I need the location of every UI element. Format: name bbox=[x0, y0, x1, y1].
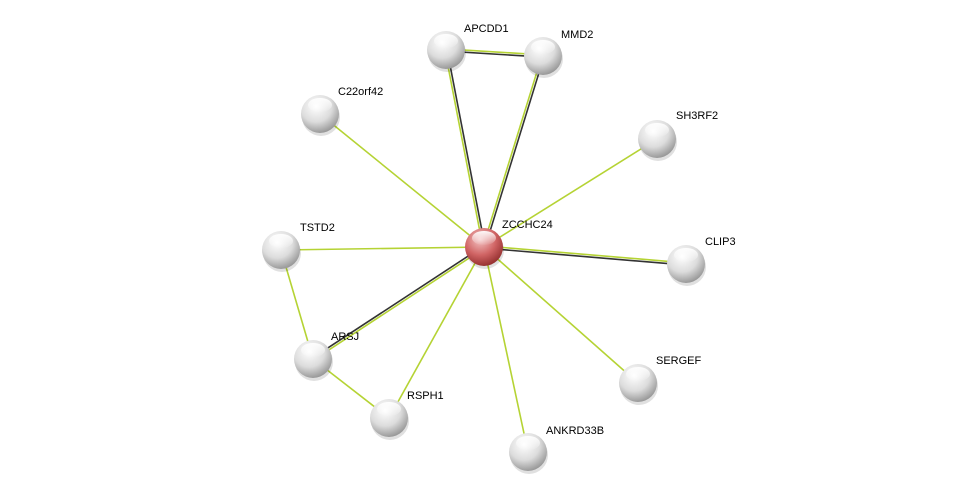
node-highlight bbox=[674, 248, 698, 262]
edge-ZCCHC24-RSPH1-textmining[interactable] bbox=[388, 246, 485, 419]
node-highlight bbox=[269, 234, 293, 248]
edge-ZCCHC24-ARSJ-coexpression[interactable] bbox=[311, 245, 484, 359]
node-C22orf42[interactable]: C22orf42 bbox=[301, 86, 383, 136]
node-label: MMD2 bbox=[561, 29, 593, 41]
node-label: TSTD2 bbox=[300, 222, 335, 234]
node-CLIP3[interactable]: CLIP3 bbox=[667, 236, 736, 286]
node-highlight bbox=[531, 40, 555, 54]
node-highlight bbox=[626, 367, 650, 381]
node-highlight bbox=[301, 343, 325, 357]
node-label: ZCCHC24 bbox=[502, 219, 553, 231]
node-label: RSPH1 bbox=[407, 390, 444, 402]
node-ARSJ[interactable]: ARSJ bbox=[294, 331, 359, 381]
node-highlight bbox=[472, 231, 496, 245]
node-label: SERGEF bbox=[656, 355, 702, 367]
node-label: APCDD1 bbox=[464, 23, 509, 35]
node-SERGEF[interactable]: SERGEF bbox=[619, 355, 702, 405]
node-highlight bbox=[434, 34, 458, 48]
edge-ZCCHC24-APCDD1-coexpression[interactable] bbox=[446, 49, 486, 247]
node-MMD2[interactable]: MMD2 bbox=[524, 29, 593, 78]
node-highlight bbox=[516, 436, 540, 450]
edge-ZCCHC24-ARSJ-textmining[interactable] bbox=[313, 247, 486, 361]
node-highlight bbox=[645, 123, 669, 137]
edge-ZCCHC24-TSTD2-textmining[interactable] bbox=[280, 246, 485, 251]
node-ZCCHC24[interactable]: ZCCHC24 bbox=[465, 219, 553, 269]
node-RSPH1[interactable]: RSPH1 bbox=[370, 390, 444, 440]
node-APCDD1[interactable]: APCDD1 bbox=[427, 23, 509, 72]
edge-ZCCHC24-SH3RF2-textmining[interactable] bbox=[483, 138, 658, 248]
node-label: CLIP3 bbox=[705, 236, 736, 248]
edge-ZCCHC24-MMD2-coexpression[interactable] bbox=[484, 56, 545, 248]
edge-ZCCHC24-C22orf42-textmining[interactable] bbox=[319, 113, 485, 248]
edge-ZCCHC24-MMD2-textmining[interactable] bbox=[482, 55, 543, 247]
node-SH3RF2[interactable]: SH3RF2 bbox=[638, 110, 718, 161]
edge-ZCCHC24-CLIP3-coexpression[interactable] bbox=[483, 247, 686, 266]
edge-ZCCHC24-CLIP3-textmining[interactable] bbox=[484, 245, 687, 264]
edge-ZCCHC24-ANKRD33B-textmining[interactable] bbox=[483, 246, 529, 453]
node-label: ARSJ bbox=[331, 331, 359, 343]
edge-ZCCHC24-SERGEF-textmining[interactable] bbox=[483, 246, 639, 384]
node-ANKRD33B[interactable]: ANKRD33B bbox=[509, 425, 604, 474]
node-label: C22orf42 bbox=[338, 86, 383, 98]
node-highlight bbox=[308, 98, 332, 112]
node-label: SH3RF2 bbox=[676, 110, 718, 122]
node-TSTD2[interactable]: TSTD2 bbox=[262, 222, 335, 272]
edge-ZCCHC24-APCDD1-textmining[interactable] bbox=[444, 50, 484, 248]
node-label: ANKRD33B bbox=[546, 425, 604, 437]
node-highlight bbox=[377, 402, 401, 416]
